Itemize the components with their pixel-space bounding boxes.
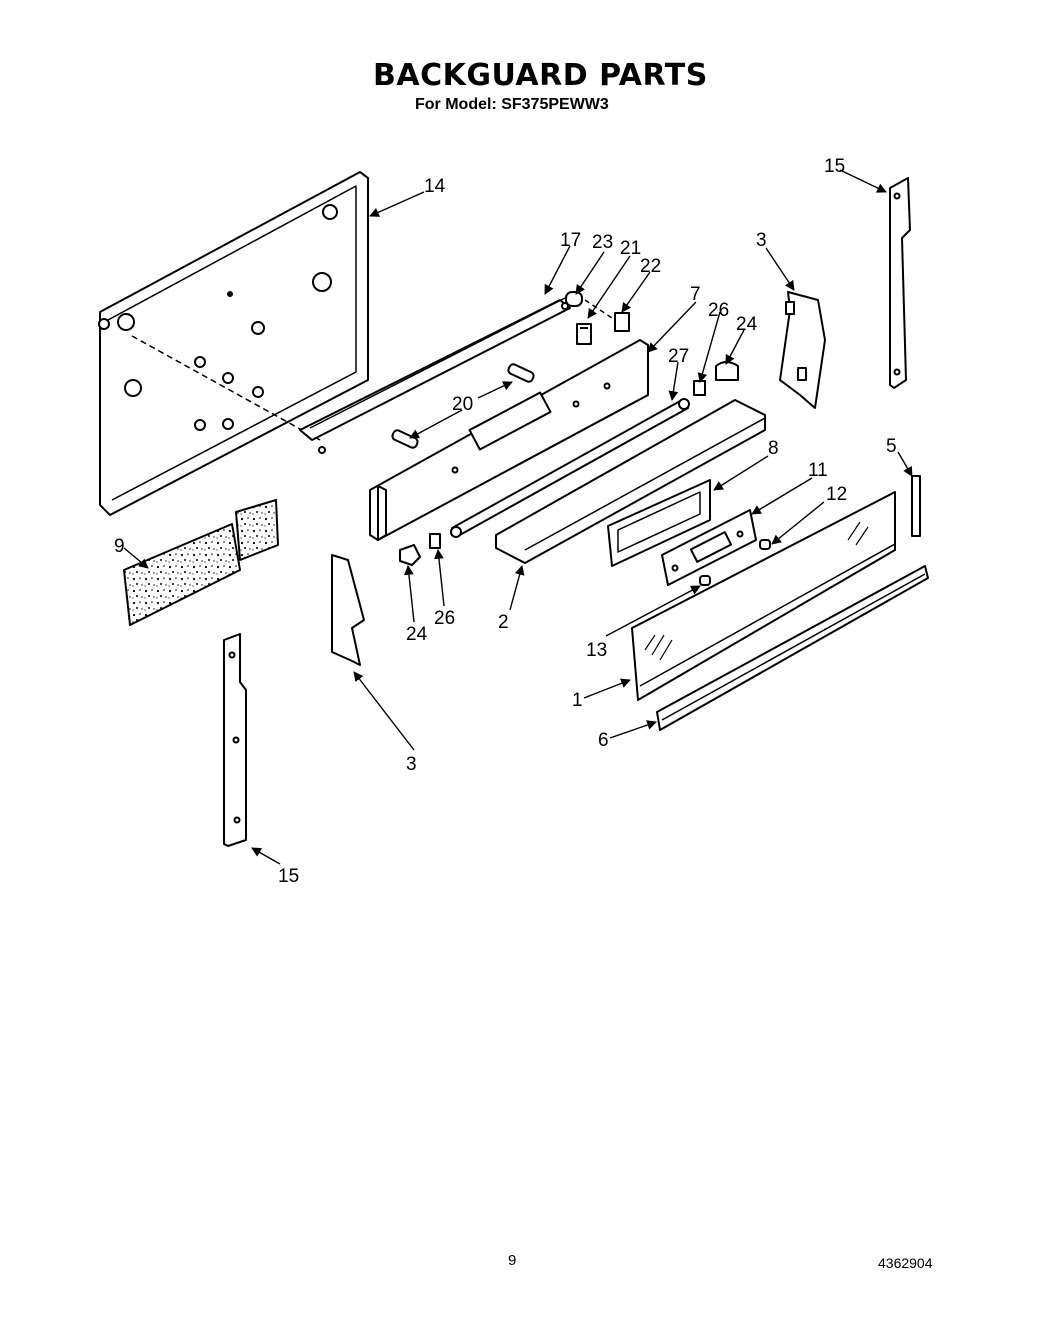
control-panel-part-7 — [369, 339, 649, 541]
end-trim-part-5 — [911, 475, 921, 537]
callout-23: 23 — [592, 232, 613, 253]
callout-9: 9 — [114, 536, 125, 557]
callout-26-lower: 26 — [434, 608, 455, 629]
knob-part-13 — [699, 575, 711, 586]
end-cap-part-3-upper — [779, 291, 826, 409]
rod-bracket-part-17 — [299, 297, 571, 454]
callout-3-lower: 3 — [406, 754, 417, 775]
side-bracket-part-15-lower — [223, 633, 247, 847]
callout-24-lower: 24 — [406, 624, 428, 645]
callout-2: 2 — [498, 612, 509, 633]
knob-part-12 — [759, 539, 771, 550]
callout-11: 11 — [808, 460, 828, 481]
callout-6: 6 — [598, 730, 609, 751]
callout-27: 27 — [668, 346, 689, 367]
end-cap-part-23 — [565, 291, 583, 307]
clip-part-21 — [576, 323, 592, 345]
callout-12: 12 — [826, 484, 847, 505]
clock-lens-frame-part-11 — [661, 509, 757, 586]
callout-15-upper: 15 — [824, 156, 845, 177]
glass-panel-part-1 — [631, 491, 896, 701]
document-number: 4362904 — [878, 1255, 933, 1271]
callout-15-lower: 15 — [278, 866, 299, 887]
callout-20: 20 — [452, 394, 473, 415]
callout-26-upper: 26 — [708, 300, 729, 321]
callout-21: 21 — [620, 238, 641, 259]
callout-8: 8 — [768, 438, 779, 459]
socket-part-20-upper — [507, 363, 535, 383]
end-cap-part-3-lower — [331, 554, 365, 666]
page-title: BACKGUARD PARTS — [373, 58, 708, 93]
trim-part-6 — [656, 565, 929, 731]
model-subtitle: For Model: SF375PEWW3 — [415, 96, 609, 113]
callout-14: 14 — [424, 176, 446, 197]
socket-cover-part-24-upper — [715, 361, 739, 381]
socket-part-26-lower — [429, 533, 441, 549]
lamp-shield-part-2 — [495, 399, 766, 564]
socket-part-20-lower — [391, 429, 419, 449]
callout-1: 1 — [572, 690, 583, 711]
page-number: 9 — [508, 1252, 517, 1269]
callout-22: 22 — [640, 256, 661, 277]
callout-3-upper: 3 — [756, 230, 767, 251]
socket-part-26-upper — [693, 380, 706, 396]
callout-17: 17 — [560, 230, 581, 251]
socket-cover-part-24-lower — [399, 544, 421, 566]
callout-13: 13 — [586, 640, 607, 661]
callout-7: 7 — [690, 284, 701, 305]
side-bracket-part-15-upper — [889, 177, 911, 389]
clip-part-22 — [614, 312, 630, 332]
backguard-panel-part-14 — [98, 171, 369, 516]
lamp-part-27 — [450, 398, 690, 538]
callout-5: 5 — [886, 436, 897, 457]
callout-24-upper: 24 — [736, 314, 758, 335]
insulation-part-9 — [123, 499, 279, 626]
window-frame-part-8 — [607, 479, 711, 567]
